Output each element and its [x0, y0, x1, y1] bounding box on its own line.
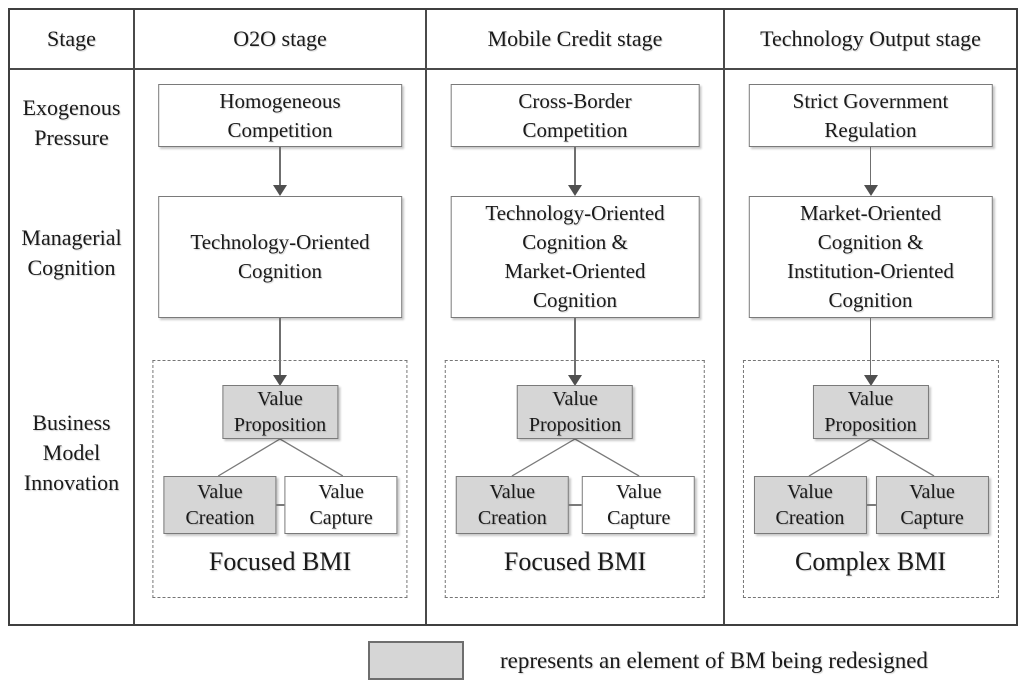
connector-lines — [511, 439, 640, 476]
horizontal-connector-line — [568, 504, 583, 506]
technology-output-bmi-type-label: Complex BMI — [795, 547, 946, 576]
technology-output-cognition-box: Market-Oriented Cognition & Institution-… — [748, 196, 993, 318]
o2o-pressure-box: Homogeneous Competition — [158, 84, 402, 147]
arrow-head — [568, 185, 582, 196]
stage-header-label: Stage — [47, 26, 96, 51]
o2o-value-proposition-box: Value Proposition — [222, 385, 338, 439]
down-arrow-icon — [568, 318, 582, 386]
arrow-head — [863, 375, 878, 386]
arrow-line — [574, 147, 576, 185]
mobile-credit-stage-column: Cross-Border Competition Technology-Orie… — [427, 70, 725, 624]
mobile-credit-value-creation-box: Value Creation — [455, 476, 569, 534]
mobile-credit-bmi-dashed-container: Value Proposition Value Creation Value C… — [444, 360, 706, 598]
legend: represents an element of BM being redesi… — [368, 641, 928, 680]
arrow-head — [568, 375, 582, 386]
o2o-stage-header-label: O2O stage — [233, 26, 327, 51]
technology-output-value-creation-box: Value Creation — [753, 476, 867, 534]
row-labels-column: Exogenous Pressure Managerial Cognition … — [10, 70, 135, 624]
down-arrow-icon — [863, 318, 878, 386]
row-label-exogenous-pressure: Exogenous Pressure — [22, 95, 121, 150]
down-arrow-icon — [273, 147, 287, 196]
o2o-stage-column: Homogeneous Competition Technology-Orien… — [135, 70, 427, 624]
arrow-line — [869, 318, 872, 375]
horizontal-connector-line — [866, 504, 876, 506]
technology-output-value-capture-box: Value Capture — [875, 476, 989, 534]
header-cell-technology-output: Technology Output stage — [725, 10, 1016, 70]
o2o-cognition-box: Technology-Oriented Cognition — [158, 196, 402, 318]
down-arrow-icon — [863, 147, 878, 196]
redesigned-element-swatch — [368, 641, 464, 680]
horizontal-connector-line — [276, 504, 285, 506]
arrow-head — [863, 185, 878, 196]
header-cell-o2o: O2O stage — [135, 10, 427, 70]
technology-output-stage-header-label: Technology Output stage — [760, 26, 981, 51]
technology-output-value-proposition-box: Value Proposition — [812, 385, 929, 439]
arrow-line — [869, 147, 872, 185]
down-arrow-icon — [568, 147, 582, 196]
row-label-business-model-innovation: Business Model Innovation — [23, 410, 120, 495]
technology-output-bmi-dashed-container: Value Proposition Value Creation Value C… — [742, 360, 999, 598]
row-label-managerial-cognition: Managerial Cognition — [21, 225, 122, 280]
arrow-head — [273, 375, 287, 386]
mobile-credit-bmi-type-label: Focused BMI — [503, 547, 647, 576]
arrow-head — [273, 185, 287, 196]
arrow-line — [279, 147, 281, 185]
arrow-line — [279, 318, 281, 375]
mobile-credit-stage-header-label: Mobile Credit stage — [487, 26, 663, 51]
mobile-credit-value-capture-box: Value Capture — [582, 476, 696, 534]
legend-label: represents an element of BM being redesi… — [500, 647, 928, 673]
o2o-value-creation-box: Value Creation — [163, 476, 277, 534]
stage-table: Stage O2O stage Mobile Credit stage Tech… — [8, 8, 1018, 626]
technology-output-pressure-box: Strict Government Regulation — [748, 84, 993, 147]
o2o-value-capture-box: Value Capture — [284, 476, 398, 534]
header-cell-mobile-credit: Mobile Credit stage — [427, 10, 725, 70]
mobile-credit-pressure-box: Cross-Border Competition — [450, 84, 700, 147]
arrow-line — [574, 318, 576, 375]
connector-lines — [217, 439, 344, 476]
mobile-credit-value-proposition-box: Value Proposition — [517, 385, 633, 439]
technology-output-stage-column: Strict Government Regulation Market-Orie… — [725, 70, 1016, 624]
header-cell-stage: Stage — [10, 10, 135, 70]
connector-lines — [808, 439, 934, 476]
o2o-bmi-type-label: Focused BMI — [208, 547, 352, 576]
mobile-credit-cognition-box: Technology-Oriented Cognition & Market-O… — [450, 196, 700, 318]
down-arrow-icon — [273, 318, 287, 386]
o2o-bmi-dashed-container: Value Proposition Value Creation Value C… — [152, 360, 408, 598]
